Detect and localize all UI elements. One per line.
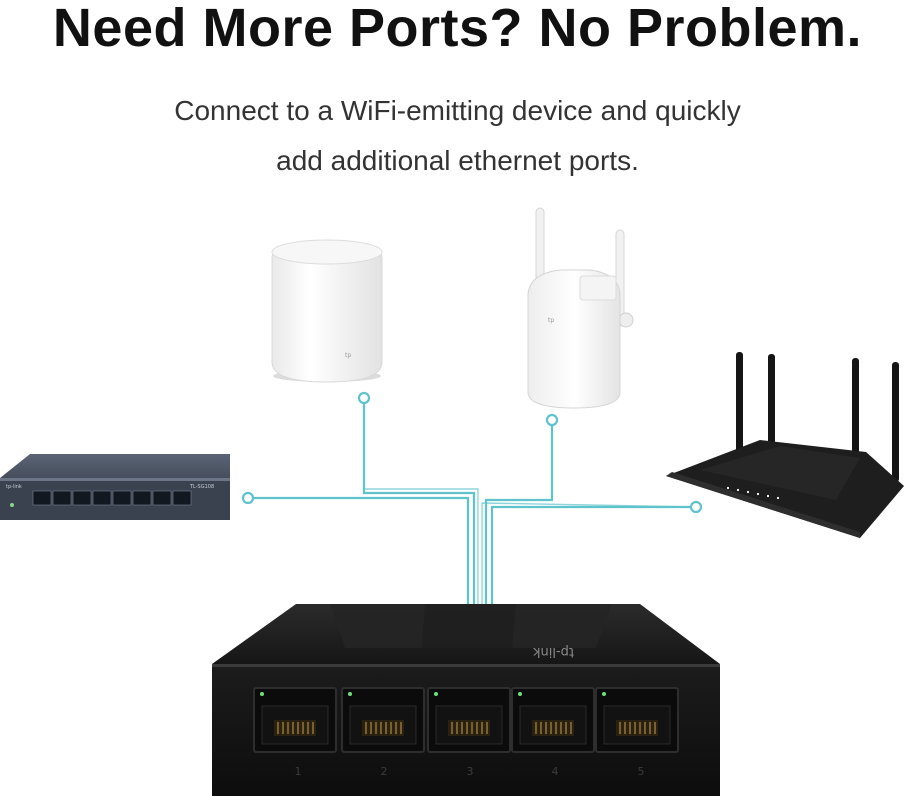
connector-router <box>490 505 696 604</box>
svg-text:tp: tp <box>345 352 351 359</box>
gigabit-switch-icon: tp-link TL-SG108 <box>0 454 230 520</box>
subheadline-line-1: Connect to a WiFi-emitting device and qu… <box>174 95 741 126</box>
ethernet-ports <box>253 687 679 753</box>
port-number: 1 <box>295 765 302 778</box>
svg-text:TL-SG108: TL-SG108 <box>189 484 214 490</box>
ethernet-port <box>511 687 595 753</box>
mesh-endpoint <box>357 391 371 405</box>
extender-endpoint <box>545 413 559 427</box>
brand-logo: tp-link <box>532 644 574 659</box>
range-extender-icon: tp <box>527 207 634 409</box>
svg-text:tp-link: tp-link <box>6 484 22 490</box>
connector-endpoints <box>241 391 703 514</box>
connector-router-2 <box>481 502 697 604</box>
router-endpoint <box>689 500 703 514</box>
port-number: 2 <box>381 765 388 778</box>
ethernet-port <box>595 687 679 753</box>
router-icon <box>666 352 904 538</box>
left-switch-endpoint <box>241 491 255 505</box>
ethernet-port <box>427 687 511 753</box>
desktop-switch-icon: tp-link <box>212 604 720 796</box>
connector-lines <box>248 398 697 604</box>
headline: Need More Ports? No Problem. <box>52 0 863 58</box>
ethernet-port <box>253 687 337 753</box>
port-number: 5 <box>638 765 645 778</box>
connector-mesh <box>362 398 476 604</box>
port-number: 4 <box>552 765 559 778</box>
subheadline: Connect to a WiFi-emitting device and qu… <box>0 86 915 186</box>
connector-left-switch <box>248 496 470 604</box>
connector-extender <box>484 420 554 604</box>
ethernet-port <box>341 687 425 753</box>
svg-text:tp: tp <box>548 317 554 324</box>
mesh-unit-icon: tp <box>271 239 383 383</box>
port-number-labels: 1 2 3 4 5 <box>295 765 645 778</box>
subheadline-line-2: add additional ethernet ports. <box>276 145 639 176</box>
port-number: 3 <box>467 765 474 778</box>
connector-mesh-2 <box>363 398 479 604</box>
